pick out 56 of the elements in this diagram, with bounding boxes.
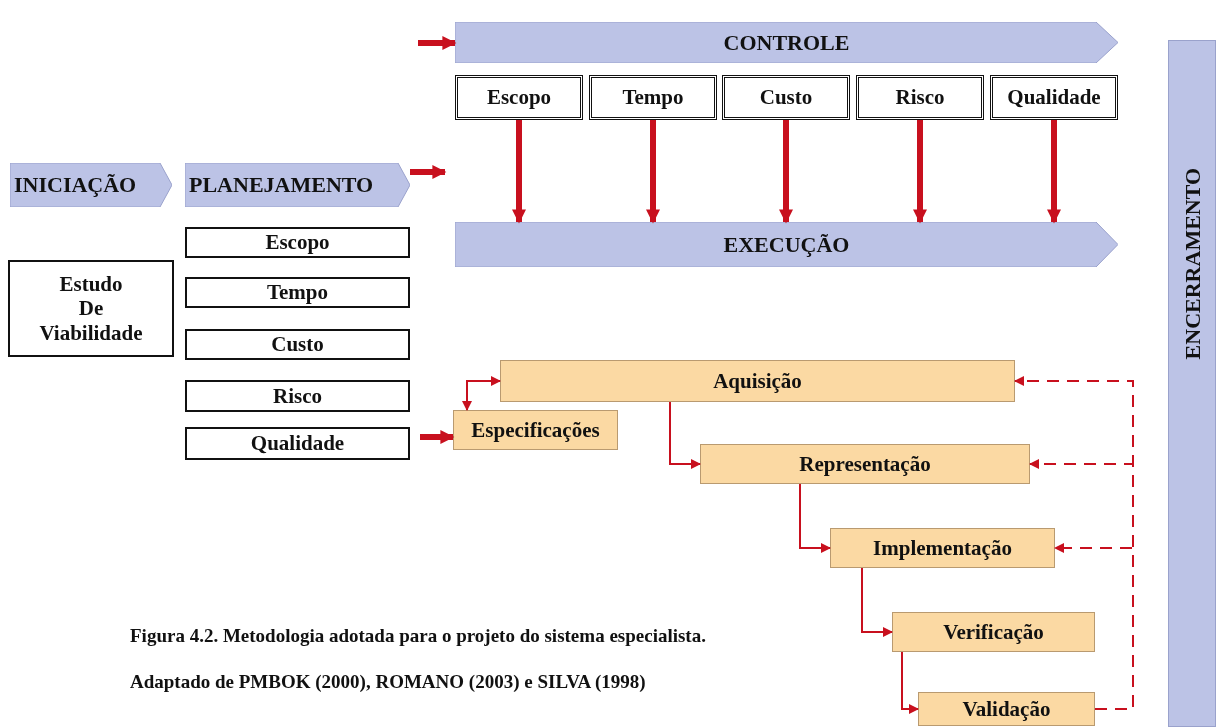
box-label: Validação [962, 696, 1051, 722]
area-box [455, 75, 583, 120]
arrow [901, 651, 919, 714]
arrow [410, 165, 447, 179]
area-box [8, 260, 174, 357]
box-label: Tempo [622, 85, 684, 110]
arrow [420, 430, 455, 444]
area-box [185, 380, 410, 412]
arrow [861, 567, 893, 637]
phase-label: PLANEJAMENTO [189, 172, 374, 198]
area-box [185, 277, 410, 308]
activity-box [700, 444, 1030, 484]
area-box [856, 75, 984, 120]
area-box [589, 75, 717, 120]
phase-label: ENCERRAMENTO [1180, 167, 1206, 360]
box-label: Qualidade [1007, 85, 1101, 110]
arrow [913, 120, 927, 224]
box-label: Tempo [266, 280, 329, 305]
box-label: Risco [895, 85, 945, 110]
box-label: Especificações [471, 417, 600, 443]
box-label: Qualidade [250, 431, 345, 456]
box-label: Verificação [943, 619, 1044, 645]
arrow [646, 120, 660, 224]
phase-label: EXECUÇÃO [723, 231, 850, 258]
box-label: Escopo [486, 85, 552, 110]
arrow [799, 483, 831, 553]
area-box [185, 227, 410, 258]
activity-box [500, 360, 1015, 402]
arrow [418, 36, 457, 50]
area-box [185, 427, 410, 460]
box-label: Estudo De Viabilidade [39, 272, 143, 345]
activity-box [892, 612, 1095, 652]
area-box [185, 329, 410, 360]
box-label: Aquisição [713, 368, 802, 394]
box-label: Implementação [873, 535, 1012, 561]
phase-label: CONTROLE [723, 29, 850, 56]
box-label: Representação [799, 451, 931, 477]
box-label: Escopo [265, 230, 330, 255]
dashed-arrow [1054, 543, 1134, 710]
arrow [669, 401, 701, 469]
box-label: Custo [759, 85, 813, 110]
arrow [779, 120, 793, 224]
arrow [512, 120, 526, 224]
phase-band [1168, 40, 1216, 727]
source-note: Adaptado de PMBOK (2000), ROMANO (2003) e SILVA (1998) [130, 671, 646, 693]
activity-box [918, 692, 1095, 726]
arrow [462, 376, 501, 411]
box-label: Custo [271, 332, 324, 357]
box-label: Risco [273, 383, 322, 409]
area-box [990, 75, 1118, 120]
activity-box [830, 528, 1055, 568]
area-box [722, 75, 850, 120]
activity-box [453, 410, 618, 450]
phase-label: INICIAÇÃO [14, 172, 137, 198]
arrow [1047, 120, 1061, 224]
figure-caption: Figura 4.2. Metodologia adotada para o projeto do sistema especialista. [130, 625, 706, 647]
